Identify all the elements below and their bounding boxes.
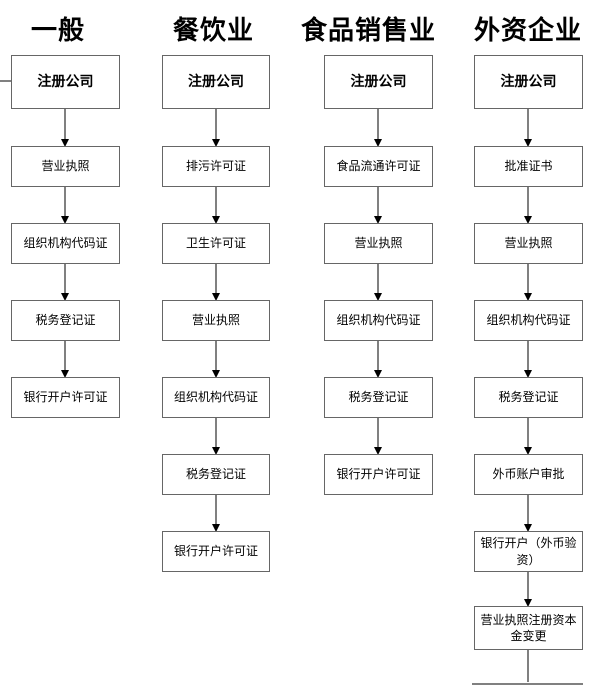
col1-step-5: 银行开户许可证	[11, 377, 120, 418]
col4-step-4: 组织机构代码证	[474, 300, 583, 341]
col4-step-5: 税务登记证	[474, 377, 583, 418]
col1-step-4: 税务登记证	[11, 300, 120, 341]
col3-step-5: 税务登记证	[324, 377, 433, 418]
col4-step-6: 外币账户审批	[474, 454, 583, 495]
column-title-catering: 餐饮业	[173, 16, 255, 46]
col4-step-7: 银行开户（外币验资）	[474, 531, 583, 572]
col4-step-3: 营业执照	[474, 223, 583, 264]
col1-step-2: 营业执照	[11, 146, 120, 187]
col2-step-7: 银行开户许可证	[162, 531, 270, 572]
col4-step-2: 批准证书	[474, 146, 583, 187]
column-title-foreign-enterprise: 外资企业	[474, 16, 583, 46]
col3-step-2: 食品流通许可证	[324, 146, 433, 187]
column-title-general: 一般	[31, 16, 86, 46]
col2-step-4: 营业执照	[162, 300, 270, 341]
col4-step-1: 注册公司	[474, 55, 583, 109]
col2-step-5: 组织机构代码证	[162, 377, 270, 418]
col3-step-3: 营业执照	[324, 223, 433, 264]
column-title-food-sales: 食品销售业	[301, 16, 437, 46]
col1-step-3: 组织机构代码证	[11, 223, 120, 264]
col2-step-6: 税务登记证	[162, 454, 270, 495]
col4-step-8: 营业执照注册资本金变更	[474, 606, 583, 650]
col1-step-1: 注册公司	[11, 55, 120, 109]
col3-step-4: 组织机构代码证	[324, 300, 433, 341]
col2-step-2: 排污许可证	[162, 146, 270, 187]
col2-step-1: 注册公司	[162, 55, 270, 109]
col3-step-1: 注册公司	[324, 55, 433, 109]
col2-step-3: 卫生许可证	[162, 223, 270, 264]
col3-step-6: 银行开户许可证	[324, 454, 433, 495]
